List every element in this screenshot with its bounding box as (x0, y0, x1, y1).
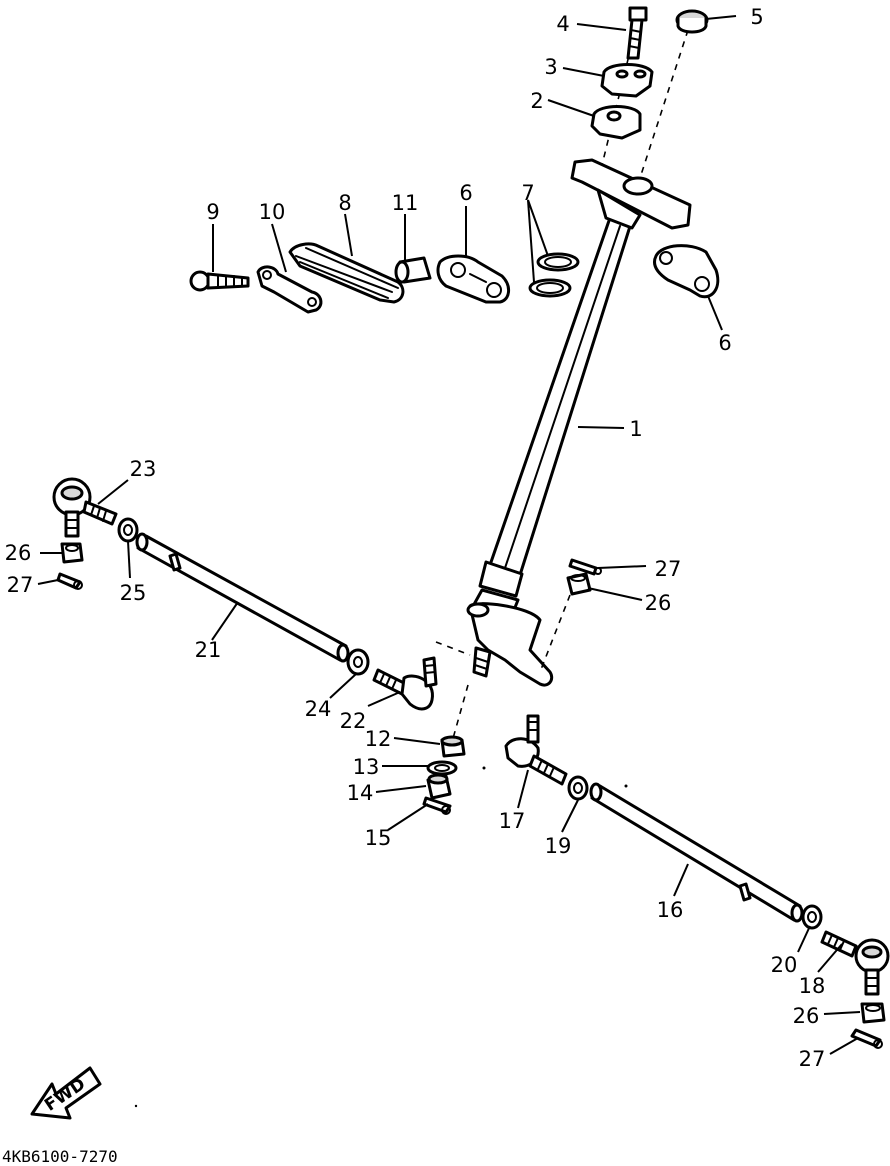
steering-shaft (466, 210, 634, 687)
shaft-top-bracket (570, 158, 692, 230)
tie-rod-16 (589, 782, 804, 923)
callout-22: 22 (340, 709, 367, 733)
callout-21: 21 (195, 638, 222, 662)
cap-5 (675, 9, 709, 34)
callout-8: 8 (338, 191, 351, 215)
cotter-pin-27-bottom-right (850, 1028, 883, 1049)
callout-1: 1 (629, 417, 642, 441)
part-code: 4KB6100-7270 (2, 1147, 118, 1166)
scan-dot (624, 784, 628, 788)
callout-labels: 1 2 3 4 5 6 6 7 8 9 10 11 12 13 14 15 16… (5, 5, 826, 1071)
handlebar-holder-upper-3 (600, 63, 654, 98)
callout-5: 5 (750, 5, 763, 29)
tie-rod-end-17 (504, 714, 568, 786)
callout-10: 10 (259, 200, 286, 224)
tie-rod-21 (135, 532, 350, 663)
callout-19: 19 (545, 834, 572, 858)
scan-dot (482, 766, 486, 770)
callout-11: 11 (392, 191, 419, 215)
nut-26-bottom-right (860, 1002, 886, 1024)
nut-19 (567, 775, 589, 801)
nut-14 (426, 773, 452, 800)
nut-26-right (566, 572, 592, 596)
callout-12: 12 (365, 727, 392, 751)
callout-27-bottom-right: 27 (799, 1047, 826, 1071)
cotter-pin-27-left (56, 572, 83, 590)
callout-26-right: 26 (645, 591, 672, 615)
oil-seals-7 (528, 252, 580, 298)
callout-2: 2 (530, 89, 543, 113)
callout-6-right: 6 (718, 331, 731, 355)
centerline-cotter-right (539, 594, 571, 673)
bushing-6-right (653, 244, 720, 299)
callout-20: 20 (771, 953, 798, 977)
washer-13 (426, 760, 458, 776)
lock-washer-10 (256, 265, 323, 314)
centerline-bolt-stack (451, 684, 469, 743)
callout-14: 14 (347, 781, 374, 805)
callout-23: 23 (130, 457, 157, 481)
callout-15: 15 (365, 826, 392, 850)
nut-20 (801, 904, 823, 930)
scan-dot (134, 1104, 138, 1108)
bushing-6-left (436, 254, 510, 304)
collar-11 (394, 256, 432, 284)
bolt-9 (189, 270, 250, 292)
callout-25: 25 (120, 581, 147, 605)
callout-4: 4 (556, 12, 569, 36)
handlebar-holder-lower-2 (590, 105, 642, 140)
callout-26-bottom-right: 26 (793, 1004, 820, 1028)
leader-lines (37, 15, 861, 1055)
callout-27-left: 27 (7, 573, 34, 597)
tie-rod-end-22 (372, 656, 438, 711)
callout-18: 18 (799, 974, 826, 998)
callout-26-left: 26 (5, 541, 32, 565)
callout-17: 17 (499, 809, 526, 833)
nut-25 (117, 517, 139, 543)
callout-3: 3 (544, 55, 557, 79)
callout-24: 24 (305, 697, 332, 721)
nut-24 (346, 648, 370, 676)
nut-12 (440, 735, 466, 758)
centerline-holder-stack (601, 34, 635, 166)
callout-13: 13 (353, 755, 380, 779)
centerline-shaft-top (639, 29, 689, 179)
callout-6-left: 6 (459, 181, 472, 205)
tie-rod-end-23 (52, 477, 118, 538)
centerline-left-joint (435, 641, 471, 656)
callout-16: 16 (657, 898, 684, 922)
cotter-pin-27-right (568, 558, 602, 576)
fwd-arrow-icon: FWD (30, 1066, 102, 1120)
bolt-4 (626, 6, 648, 60)
tie-rod-end-18 (820, 930, 890, 996)
callout-27-right: 27 (655, 557, 682, 581)
plate-8 (288, 242, 405, 304)
nut-26-left (60, 542, 84, 564)
cotter-pin-15 (422, 796, 452, 815)
callout-9: 9 (206, 200, 219, 224)
callout-7: 7 (521, 181, 534, 205)
